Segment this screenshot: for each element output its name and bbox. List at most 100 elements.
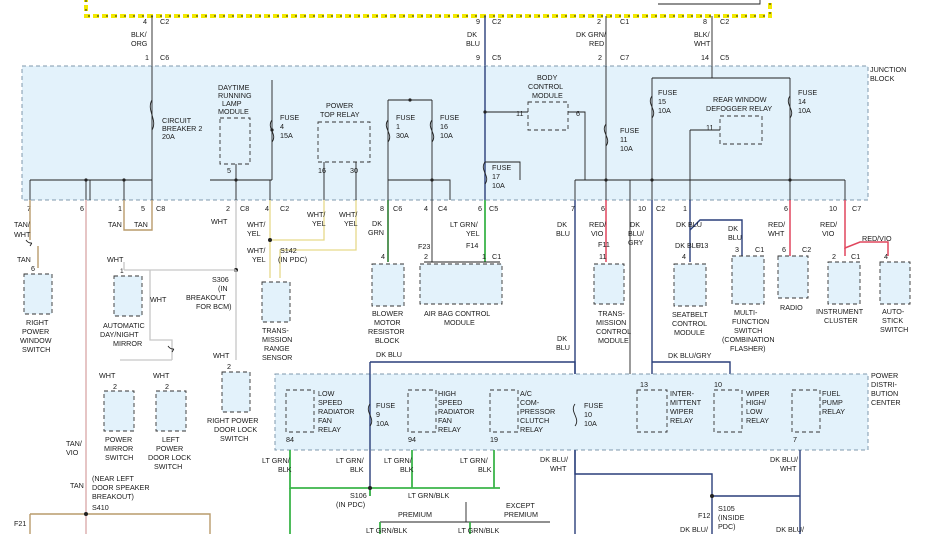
power-top-relay-label: POWER (326, 101, 353, 110)
svg-text:1: 1 (683, 204, 687, 213)
junction-block-label: JUNCTION (870, 65, 906, 74)
auto-stick-switch[interactable] (879, 261, 911, 305)
wiper-high-low-relay[interactable] (713, 389, 743, 433)
body-control-module[interactable] (527, 101, 569, 131)
fuse4-label: FUSE (280, 113, 299, 122)
svg-text:VIO: VIO (591, 229, 604, 238)
svg-text:4: 4 (424, 204, 428, 213)
svg-text:WHT/: WHT/ (339, 210, 357, 219)
svg-text:2: 2 (597, 17, 601, 26)
svg-text:30: 30 (350, 166, 358, 175)
ac-compressor-clutch-relay[interactable] (489, 389, 519, 433)
svg-text:LAMP: LAMP (222, 99, 242, 108)
svg-text:15A: 15A (280, 131, 293, 140)
rear-defogger-relay[interactable] (719, 115, 763, 145)
svg-text:LT GRN/: LT GRN/ (262, 456, 290, 465)
transmission-range-sensor[interactable] (261, 281, 291, 323)
svg-text:RADIATOR: RADIATOR (438, 407, 474, 416)
automatic-day-night-mirror[interactable] (113, 275, 143, 317)
intermittent-wiper-relay[interactable] (636, 389, 668, 433)
svg-text:C6: C6 (393, 204, 402, 213)
svg-text:20A: 20A (162, 132, 175, 141)
inter-wiper-label: INTER- (670, 389, 695, 398)
radio[interactable] (777, 255, 809, 299)
svg-text:LT GRN/: LT GRN/ (460, 456, 488, 465)
svg-text:C2: C2 (492, 17, 501, 26)
svg-text:CONTROL: CONTROL (672, 319, 707, 328)
svg-text:DK: DK (467, 30, 477, 39)
s106-label: S106 (350, 491, 367, 500)
svg-text:MISSION: MISSION (596, 318, 626, 327)
svg-text:5: 5 (141, 204, 145, 213)
power-top-relay[interactable] (317, 121, 371, 163)
drl-module[interactable] (219, 117, 251, 165)
transmission-control-module[interactable] (593, 263, 625, 305)
right-door-lock-label: RIGHT POWER (207, 416, 258, 425)
highlighted-connector-region[interactable] (84, 0, 772, 18)
svg-text:WHT: WHT (107, 255, 124, 264)
svg-text:2: 2 (832, 252, 836, 261)
svg-text:WHT: WHT (14, 230, 31, 239)
svg-text:C2: C2 (720, 17, 729, 26)
svg-text:TAN/: TAN/ (66, 439, 82, 448)
svg-text:BLK/: BLK/ (131, 30, 147, 39)
s105-label: S105 (718, 504, 735, 513)
s142-label: S142 (280, 246, 297, 255)
svg-text:4: 4 (265, 204, 269, 213)
svg-text:10A: 10A (492, 181, 505, 190)
seatbelt-control-module[interactable] (673, 263, 707, 307)
svg-text:6: 6 (478, 204, 482, 213)
svg-text:SENSOR: SENSOR (262, 353, 292, 362)
svg-text:6: 6 (784, 204, 788, 213)
blower-motor-resistor-block[interactable] (371, 263, 405, 307)
svg-text:RELAY: RELAY (822, 407, 845, 416)
svg-text:C7: C7 (620, 53, 629, 62)
svg-text:C4: C4 (438, 204, 447, 213)
svg-text:4: 4 (280, 122, 284, 131)
power-mirror-switch[interactable] (103, 390, 135, 432)
fuse17-label: FUSE (492, 163, 511, 172)
right-power-window-switch[interactable] (23, 273, 53, 315)
fuel-pump-relay[interactable] (791, 389, 821, 433)
svg-text:HIGH/: HIGH/ (746, 398, 766, 407)
svg-text:SWITCH: SWITCH (220, 434, 248, 443)
svg-text:9: 9 (376, 410, 380, 419)
svg-text:19: 19 (490, 435, 498, 444)
svg-text:C1: C1 (620, 17, 629, 26)
svg-text:RELAY: RELAY (670, 416, 693, 425)
svg-text:1: 1 (396, 122, 400, 131)
fuel-pump-label: FUEL (822, 389, 840, 398)
svg-text:MIRROR: MIRROR (104, 444, 133, 453)
instrument-cluster[interactable] (827, 261, 861, 305)
svg-text:DOOR LOCK: DOOR LOCK (148, 453, 191, 462)
svg-text:2: 2 (598, 53, 602, 62)
svg-text:BLK: BLK (278, 465, 292, 474)
svg-text:C1: C1 (851, 252, 860, 261)
low-speed-radiator-fan-relay[interactable] (285, 389, 315, 433)
svg-text:SPEED: SPEED (438, 398, 462, 407)
svg-text:YEL: YEL (247, 229, 261, 238)
svg-text:DEFOGGER RELAY: DEFOGGER RELAY (706, 104, 772, 113)
high-speed-radiator-fan-relay[interactable] (407, 389, 437, 433)
svg-text:10A: 10A (584, 419, 597, 428)
svg-text:LT GRN/: LT GRN/ (384, 456, 412, 465)
svg-text:BLU: BLU (466, 39, 480, 48)
svg-text:(INSIDE: (INSIDE (718, 513, 745, 522)
svg-text:DISTRI-: DISTRI- (871, 380, 898, 389)
air-bag-control-module[interactable] (419, 263, 503, 305)
left-power-door-lock-switch[interactable] (155, 390, 187, 432)
svg-text:MODULE: MODULE (444, 318, 475, 327)
multi-function-switch[interactable] (731, 255, 765, 305)
svg-text:BREAKOUT: BREAKOUT (186, 293, 226, 302)
svg-text:RED/: RED/ (820, 220, 837, 229)
svg-text:17: 17 (492, 172, 500, 181)
f12-label: F12 (698, 511, 710, 520)
cluster-label: INSTRUMENT (816, 307, 864, 316)
svg-text:2: 2 (227, 362, 231, 371)
svg-text:TAN: TAN (134, 220, 148, 229)
svg-text:10: 10 (714, 380, 722, 389)
right-power-door-lock-switch[interactable] (221, 371, 251, 413)
svg-text:WHT: WHT (780, 464, 797, 473)
svg-text:SPEED: SPEED (318, 398, 342, 407)
svg-text:LT GRN/: LT GRN/ (450, 220, 478, 229)
